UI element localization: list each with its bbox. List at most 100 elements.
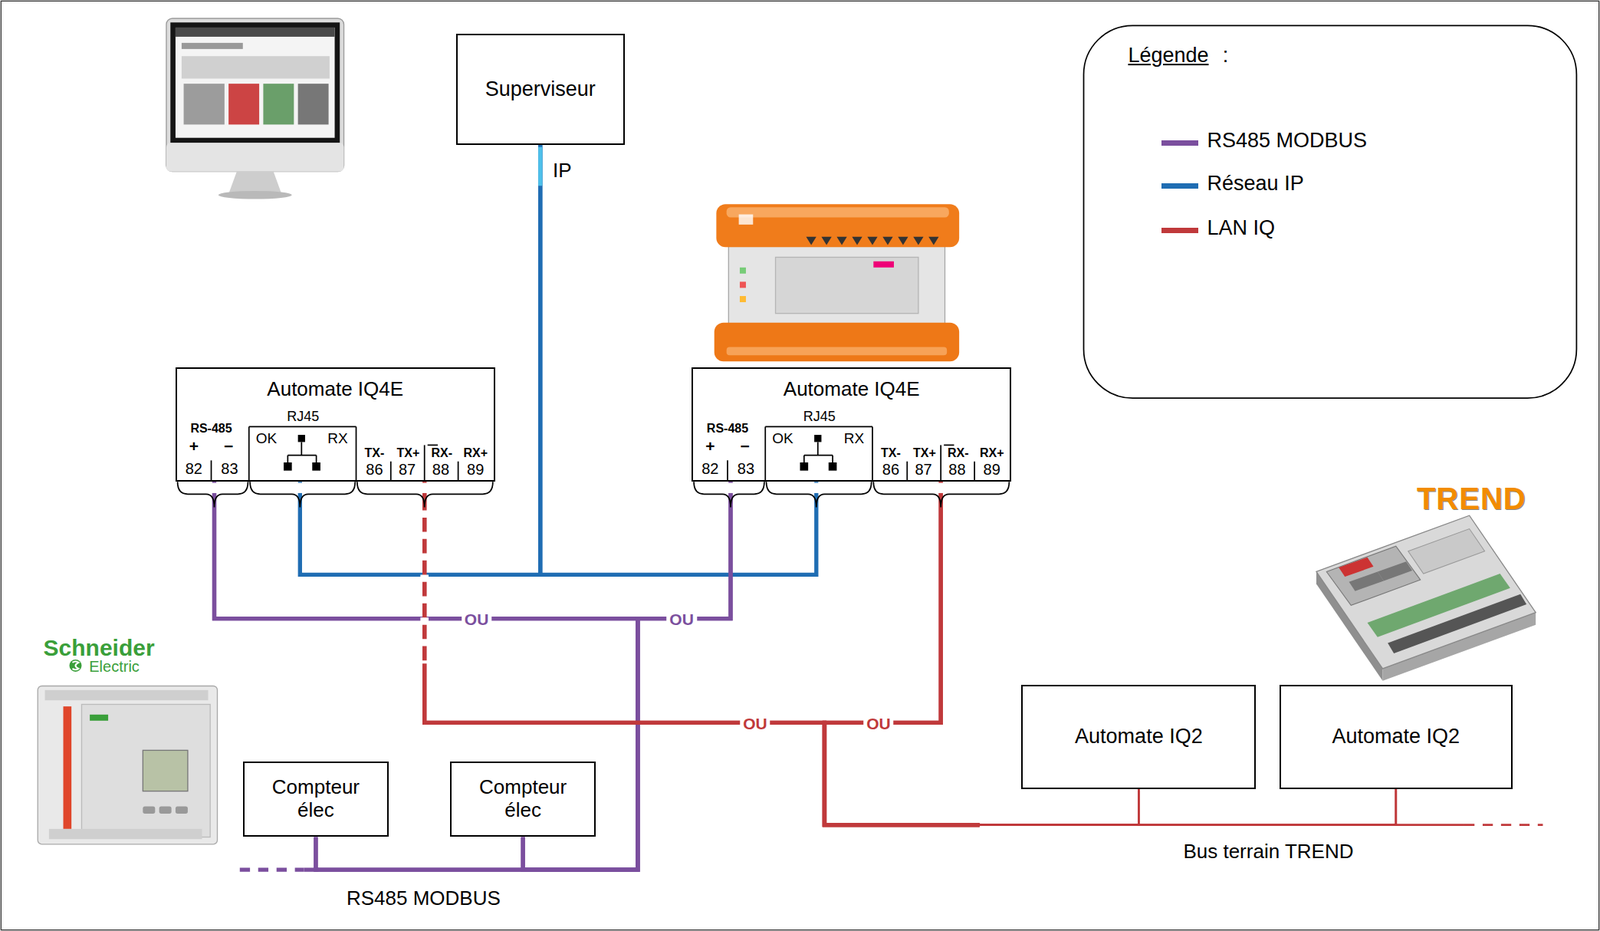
monitor-picture — [166, 18, 345, 172]
monitor-picture — [228, 83, 260, 125]
meter-picture — [37, 686, 217, 845]
monitor-picture — [170, 22, 340, 143]
bus-label: Bus terrain TREND — [1182, 840, 1354, 863]
device-box: Compteur élec — [450, 761, 596, 837]
wire — [522, 481, 731, 870]
pin-label: RX — [327, 430, 348, 447]
meter-picture — [45, 689, 209, 700]
device-box: Compteur élec — [243, 761, 389, 837]
wire — [424, 481, 980, 825]
node-label: Compteur élec — [473, 775, 573, 822]
legend-title: Légende — [1127, 44, 1209, 68]
controller-picture — [805, 236, 939, 246]
brand-logo: Schneider — [43, 634, 155, 660]
trend-device-picture — [1338, 557, 1374, 577]
wire — [979, 788, 1140, 825]
meter-picture — [37, 659, 217, 845]
pin-label: TX- — [364, 446, 385, 460]
meter-picture — [175, 806, 188, 814]
ip-wire — [538, 147, 543, 187]
trend-device-picture — [1326, 545, 1420, 605]
node-label: Automate IQ4E — [266, 377, 404, 401]
legend-label: LAN IQ — [1207, 216, 1276, 240]
node-label: Superviseur — [485, 77, 596, 102]
wire — [315, 481, 731, 870]
meter-picture — [49, 828, 203, 839]
node-label: Compteur élec — [266, 775, 366, 822]
dashed-wire — [420, 510, 429, 664]
pin-label: 89 — [466, 460, 484, 478]
node-label: Automate IQ4E — [783, 377, 920, 401]
meter-picture — [142, 749, 188, 791]
pin-label: OK — [256, 430, 277, 447]
network-wire — [824, 481, 1139, 825]
monitor-picture — [298, 83, 329, 125]
pin-label: 87 — [914, 460, 932, 478]
controller-picture — [873, 261, 894, 268]
pin-label: TX+ — [396, 446, 420, 460]
edge-label: OU — [461, 610, 493, 628]
legend-swatch — [1161, 140, 1199, 146]
meter-picture — [89, 714, 109, 721]
bracket — [693, 481, 1009, 507]
legend-title: : — [1222, 44, 1229, 68]
wire — [979, 788, 1140, 825]
pin-label: OK — [772, 430, 793, 447]
wire — [299, 144, 540, 575]
legend-panel — [1084, 25, 1578, 398]
controller-picture — [739, 295, 746, 303]
node-label: Automate IQ2 — [1331, 724, 1460, 749]
monitor-picture — [228, 171, 282, 194]
legend-swatch — [1161, 183, 1199, 189]
controller-picture — [775, 256, 919, 313]
monitor-picture — [183, 83, 225, 125]
controller-picture — [716, 203, 960, 247]
monitor-picture — [181, 55, 330, 79]
pin-label: 89 — [983, 460, 1001, 478]
bracket — [177, 481, 493, 507]
meter-picture — [63, 706, 73, 829]
pin-label: 88 — [432, 460, 450, 478]
pin-label: RJ45 — [286, 409, 319, 425]
wire — [424, 481, 980, 825]
legend-swatch — [1161, 227, 1199, 234]
controller-picture — [714, 203, 960, 362]
device-box: Automate IQ2 — [1279, 684, 1512, 789]
edge-label: OU — [863, 714, 894, 733]
pin-label: 88 — [948, 460, 966, 478]
network-wire — [522, 481, 731, 870]
controller-picture — [739, 214, 754, 225]
network-wire — [315, 481, 731, 870]
pin-label: 86 — [365, 460, 383, 478]
device-box: Automate IQ2 — [1021, 684, 1256, 789]
pin-label: + — [189, 436, 199, 455]
monitor-picture — [262, 83, 294, 125]
monitor-picture — [181, 42, 244, 50]
wire — [824, 481, 980, 825]
pin-label: RS-485 — [190, 421, 232, 436]
pin-label: 87 — [398, 460, 416, 478]
edge-label: OU — [739, 714, 771, 733]
meter-picture — [142, 806, 155, 814]
trend-device-picture — [1408, 528, 1486, 575]
trend-device-picture — [1316, 515, 1536, 669]
brand-logo: TREND — [1416, 481, 1527, 516]
pin-label: 82 — [701, 459, 719, 477]
wire — [824, 481, 980, 825]
pin-label: RS-485 — [706, 421, 749, 436]
meter-picture — [72, 661, 79, 671]
monitor-picture — [166, 18, 345, 200]
pin-label: RJ45 — [803, 409, 836, 425]
trend-device-picture — [1377, 561, 1413, 581]
network-wire — [824, 481, 1396, 825]
trend-device-picture — [1387, 594, 1527, 654]
pin-label: RX+ — [463, 446, 488, 460]
controller-picture — [726, 347, 947, 356]
pin-label: RX — [844, 430, 865, 447]
legend-label: RS485 MODBUS — [1207, 129, 1368, 153]
pin-label: RX+ — [979, 446, 1005, 460]
pin-label: + — [705, 436, 715, 455]
bus-wire — [304, 867, 319, 871]
wire-label: IP — [552, 159, 572, 182]
